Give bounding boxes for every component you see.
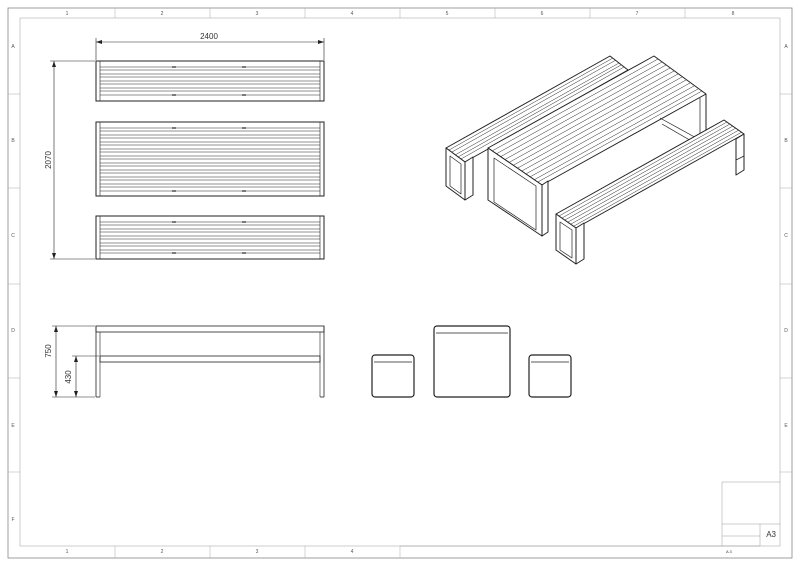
col-label-bottom-4: 4 (351, 549, 354, 555)
col-label-top-7: 7 (636, 11, 639, 17)
top-view-slats (100, 66, 320, 254)
title-block (400, 481, 780, 547)
iso-bench-back (445, 55, 629, 201)
side-view (371, 325, 572, 398)
dim-height-arrows (54, 326, 78, 397)
col-label-bottom-3: 3 (256, 549, 259, 555)
dim-height-lines (52, 325, 99, 398)
iso-table (487, 55, 707, 237)
col-label-top-1: 1 (66, 11, 69, 17)
row-label-right-b: B (784, 138, 788, 144)
row-label-right-a: A (784, 44, 788, 50)
side-view-table (433, 325, 511, 398)
front-view-bench-seat (99, 355, 321, 363)
side-zone-dividers (8, 93, 792, 473)
dim-seat-height-label: 430 (64, 370, 73, 384)
col-label-top-2: 2 (161, 11, 164, 17)
row-label-right-d: D (784, 328, 788, 334)
dim-length-lines (95, 38, 325, 60)
row-label-left-d: D (11, 328, 15, 334)
top-view-fastener-marks (172, 66, 246, 254)
front-view-tabletop (95, 325, 325, 333)
side-view-bench-left (371, 354, 415, 398)
col-label-top-5: 5 (446, 11, 449, 17)
sheet-note: A 3 (726, 549, 733, 554)
dim-width-lines (50, 60, 95, 260)
row-label-right-c: C (784, 233, 788, 239)
col-label-top-8: 8 (732, 11, 735, 17)
top-view-bench-front (95, 215, 325, 260)
row-label-right-e: E (784, 423, 788, 429)
col-label-top-4: 4 (351, 11, 354, 17)
row-label-left-a: A (11, 44, 15, 50)
top-view-bench-back (95, 60, 325, 102)
dim-table-height-label: 750 (44, 344, 53, 358)
side-view-bench-right (528, 354, 572, 398)
col-label-top-3: 3 (256, 11, 259, 17)
col-label-bottom-2: 2 (161, 549, 164, 555)
row-label-left-e: E (11, 423, 15, 429)
row-label-left-f: F (11, 517, 14, 523)
col-label-top-6: 6 (541, 11, 544, 17)
row-label-left-c: C (11, 233, 15, 239)
isometric-view (445, 55, 745, 265)
dim-width-label: 2070 (44, 151, 53, 169)
top-view-end-frames (99, 61, 321, 259)
top-zone-dividers (114, 8, 686, 18)
top-view (95, 60, 325, 260)
sheet-size-label: A3 (766, 530, 776, 539)
top-view-table (95, 121, 325, 197)
dim-length-label: 2400 (200, 32, 218, 41)
front-view (95, 325, 325, 398)
bottom-zone-dividers (114, 546, 401, 558)
iso-bench-front (555, 119, 745, 265)
row-label-left-b: B (11, 138, 15, 144)
col-label-bottom-1: 1 (66, 549, 69, 555)
